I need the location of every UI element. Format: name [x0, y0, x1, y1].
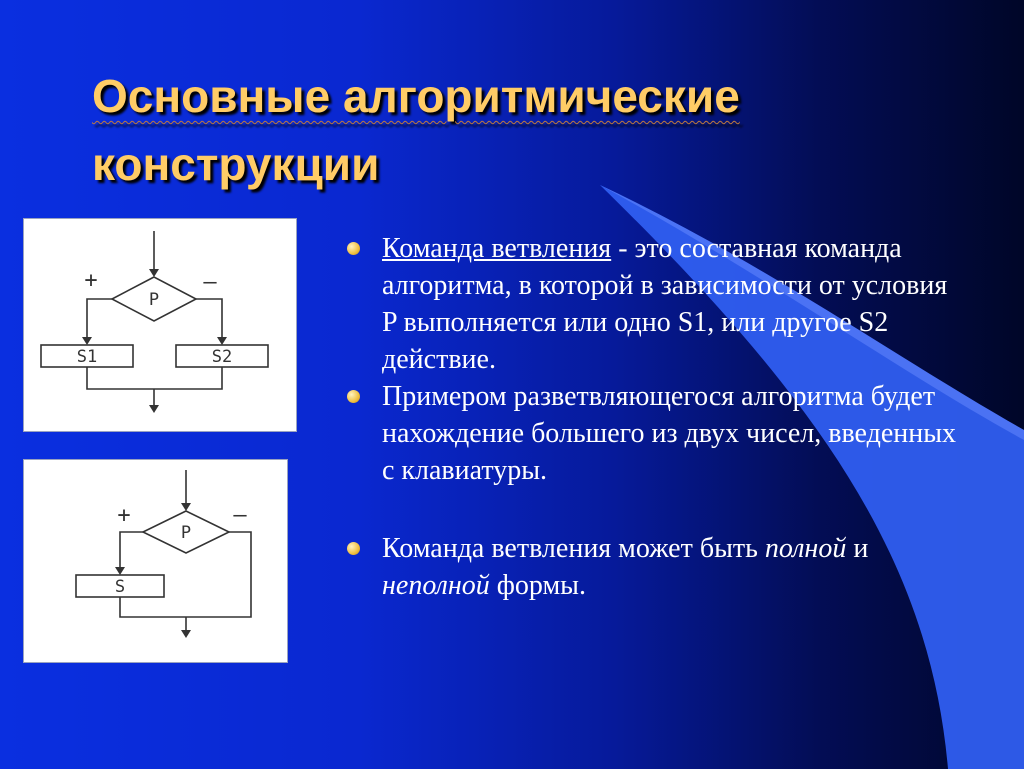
bullet-text-middle: и — [846, 533, 869, 564]
bullet-text: Примером разветвляющегося алгоритма буде… — [382, 381, 957, 486]
bullet-item-example: Примером разветвляющегося алгоритма буде… — [344, 378, 964, 489]
bullet-dot-icon — [347, 542, 360, 555]
bullet-dot-icon — [347, 242, 360, 255]
yes-branch-line — [86, 298, 112, 341]
plus-label: + — [117, 503, 130, 528]
minus-label: – — [203, 270, 217, 295]
title-line-1: Основные алгоритмические — [92, 70, 740, 122]
condition-label: P — [181, 523, 191, 543]
bullet-text-end: формы. — [489, 570, 586, 601]
no-branch-line — [196, 298, 223, 341]
merge-line — [86, 367, 223, 390]
action-label-s2: S2 — [212, 347, 232, 367]
partial-branch-flowchart: P + – S — [23, 459, 288, 663]
action-label-s: S — [115, 577, 125, 597]
minus-label: – — [233, 503, 247, 528]
bullet-dot-icon — [347, 390, 360, 403]
title-line-2: конструкции — [92, 138, 380, 190]
bullet-term: Команда ветвления — [382, 233, 612, 264]
bullet-item-forms: Команда ветвления может быть полной и не… — [344, 530, 964, 604]
bullet-italic-partial: неполной — [382, 570, 490, 601]
no-branch-line — [186, 531, 252, 618]
plus-label: + — [84, 268, 97, 293]
bullet-text: - это составная команда алгоритма, в кот… — [382, 233, 948, 375]
full-branch-flowchart: P + – S1 S2 — [23, 218, 297, 432]
slide-title: Основные алгоритмические конструкции — [92, 62, 952, 198]
condition-label: P — [149, 290, 159, 310]
bullet-text-start: Команда ветвления может быть — [382, 533, 765, 564]
bullet-italic-full: полной — [764, 533, 847, 564]
condition-diamond — [141, 510, 231, 554]
yes-branch-line — [119, 531, 143, 572]
action-label-s1: S1 — [77, 347, 97, 367]
bullet-item-definition: Команда ветвления - это составная команд… — [344, 230, 964, 378]
condition-diamond — [110, 276, 198, 322]
merge-line — [119, 597, 186, 618]
bullet-list: Команда ветвления - это составная команд… — [344, 230, 964, 604]
